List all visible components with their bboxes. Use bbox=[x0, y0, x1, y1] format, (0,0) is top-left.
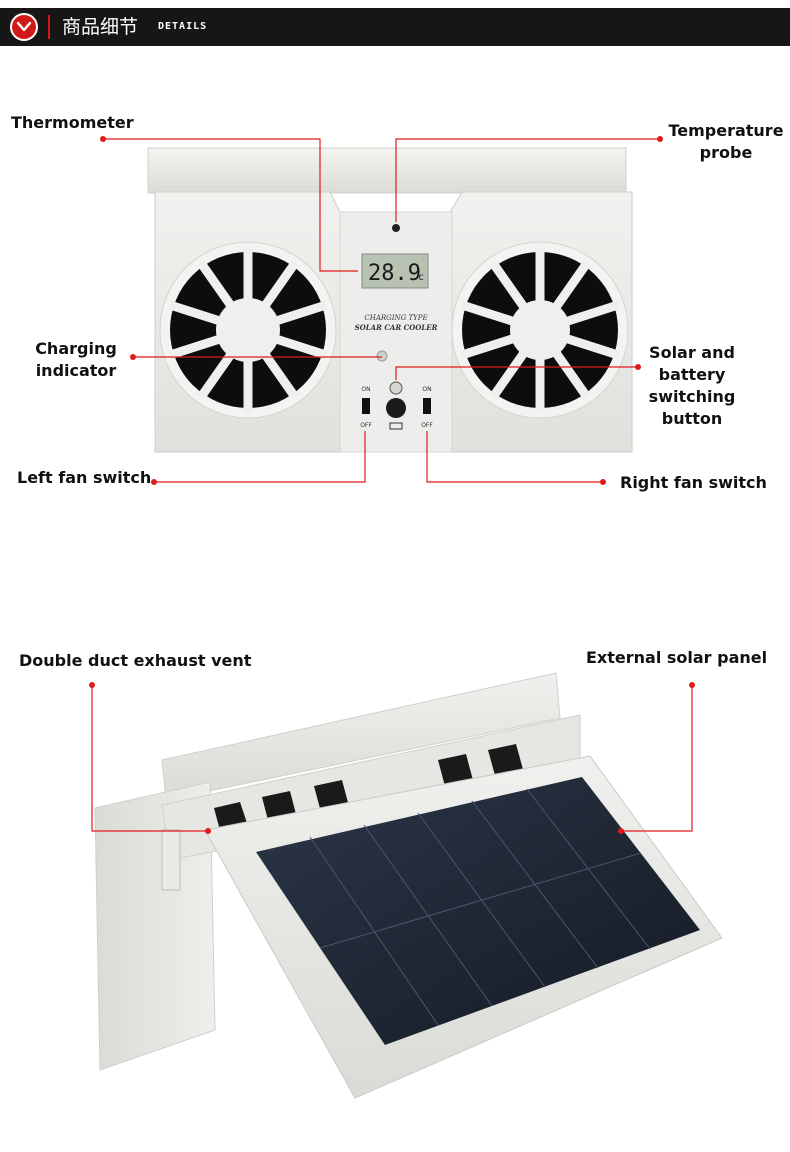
back-callout-dots bbox=[89, 682, 695, 834]
back-mounting-plate bbox=[161, 672, 561, 801]
label-charging-indicator: Charging indicator bbox=[26, 338, 126, 382]
label-solar-battery-line-2: battery bbox=[658, 365, 726, 384]
right-fan bbox=[451, 241, 629, 419]
left-switch-on-label: ON bbox=[361, 386, 370, 393]
label-right-fan-switch: Right fan switch bbox=[620, 473, 767, 492]
label-charging-indicator-line-1: Charging bbox=[35, 339, 117, 358]
label-temperature-probe: Temperature probe bbox=[664, 120, 788, 164]
label-solar-panel: External solar panel bbox=[586, 648, 768, 667]
faceplate-line-2: SOLAR CAR COOLER bbox=[355, 323, 438, 332]
right-switch-off-label: OFF bbox=[421, 422, 433, 429]
solar-battery-switch-button bbox=[386, 398, 406, 418]
label-thermometer: Thermometer bbox=[11, 113, 134, 132]
front-callout-lines bbox=[103, 138, 660, 483]
section-header: 商品细节 DETAILS bbox=[0, 8, 790, 46]
header-subtitle: DETAILS bbox=[158, 21, 208, 32]
lcd-display bbox=[361, 253, 429, 289]
charging-indicator-led bbox=[376, 350, 388, 362]
lcd-reading: 28.9 bbox=[368, 261, 421, 286]
faceplate-line-1: CHARGING TYPE bbox=[364, 314, 427, 322]
label-solar-battery-line-3: switching bbox=[648, 387, 736, 406]
battery-icon bbox=[389, 422, 403, 430]
chevron-down-icon bbox=[10, 13, 38, 41]
left-fan bbox=[159, 241, 337, 419]
side-clip bbox=[161, 829, 181, 891]
lcd-unit: c bbox=[418, 272, 424, 283]
label-exhaust-vent: Double duct exhaust vent bbox=[19, 651, 252, 670]
right-fan-switch bbox=[423, 398, 431, 414]
back-callout-lines bbox=[91, 685, 693, 832]
header-title: 商品细节 bbox=[62, 16, 139, 38]
solar-panel bbox=[256, 777, 700, 1045]
label-temperature-probe-line-1: Temperature bbox=[668, 121, 784, 140]
left-switch-off-label: OFF bbox=[360, 422, 372, 429]
label-left-fan-switch: Left fan switch bbox=[17, 468, 152, 487]
temperature-probe bbox=[392, 224, 400, 232]
right-switch-on-label: ON bbox=[422, 386, 431, 393]
solar-panel-grid bbox=[309, 788, 651, 1026]
label-solar-battery-line-4: button bbox=[661, 409, 723, 428]
label-temperature-probe-line-2: probe bbox=[699, 143, 753, 162]
solar-dial-icon bbox=[389, 381, 403, 395]
mounting-plate bbox=[147, 147, 627, 194]
label-charging-indicator-line-2: indicator bbox=[35, 361, 117, 380]
front-product-illustration: 28.9 c CHARGING TYPE SOLAR CAR COOLER ON… bbox=[100, 136, 663, 485]
front-callout-dots bbox=[100, 136, 663, 485]
left-fan-switch bbox=[362, 398, 370, 414]
label-solar-battery-line-1: Solar and bbox=[649, 343, 735, 362]
header-divider bbox=[48, 15, 50, 39]
label-solar-battery-switch: Solar and battery switching button bbox=[638, 342, 746, 430]
